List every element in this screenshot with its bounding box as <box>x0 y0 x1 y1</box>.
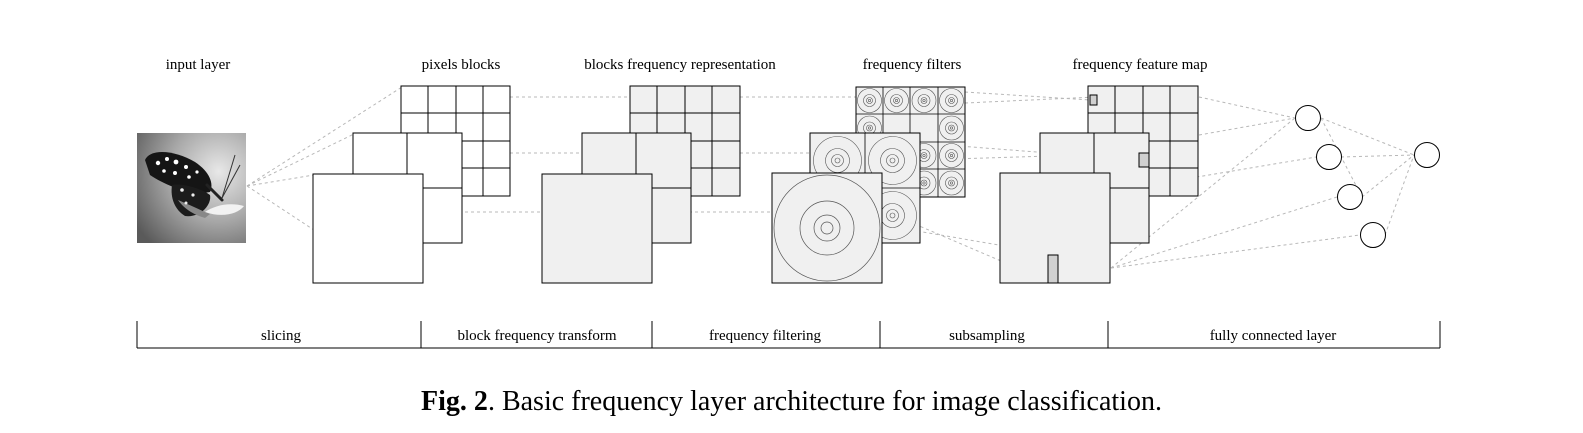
operation-fully-connected-layer: fully connected layer <box>1210 328 1337 344</box>
neurons <box>1295 105 1440 248</box>
figure-caption: Fig. 2. Basic frequency layer architectu… <box>0 386 1583 418</box>
butterfly-photo-icon <box>137 133 246 243</box>
operation-slicing: slicing <box>261 328 301 344</box>
figure-label: Fig. 2 <box>421 386 488 417</box>
title-pixels-blocks: pixels blocks <box>422 57 501 73</box>
operation-frequency-filtering: frequency filtering <box>709 328 822 344</box>
figure-caption-text: . Basic frequency layer architecture for… <box>487 386 1162 417</box>
freq-repr-front-block <box>541 173 653 284</box>
circle-node-icon <box>1337 184 1363 210</box>
filters-front-block <box>771 172 883 284</box>
title-blocks-frequency-representation: blocks frequency representation <box>584 57 776 73</box>
pixels-blocks-front-block <box>312 173 424 284</box>
operations-bracket <box>136 321 1441 349</box>
circle-node-icon <box>1414 142 1440 168</box>
circle-node-icon <box>1295 105 1321 131</box>
title-input-layer: input layer <box>166 57 231 73</box>
circle-node-icon <box>1360 222 1386 248</box>
title-frequency-filters: frequency filters <box>863 57 962 73</box>
feature-map-front-block <box>999 172 1111 284</box>
operation-block-frequency-transform: block frequency transform <box>457 328 616 344</box>
circle-node-icon <box>1316 144 1342 170</box>
operation-subsampling: subsampling <box>949 328 1025 344</box>
title-frequency-feature-map: frequency feature map <box>1073 57 1208 73</box>
